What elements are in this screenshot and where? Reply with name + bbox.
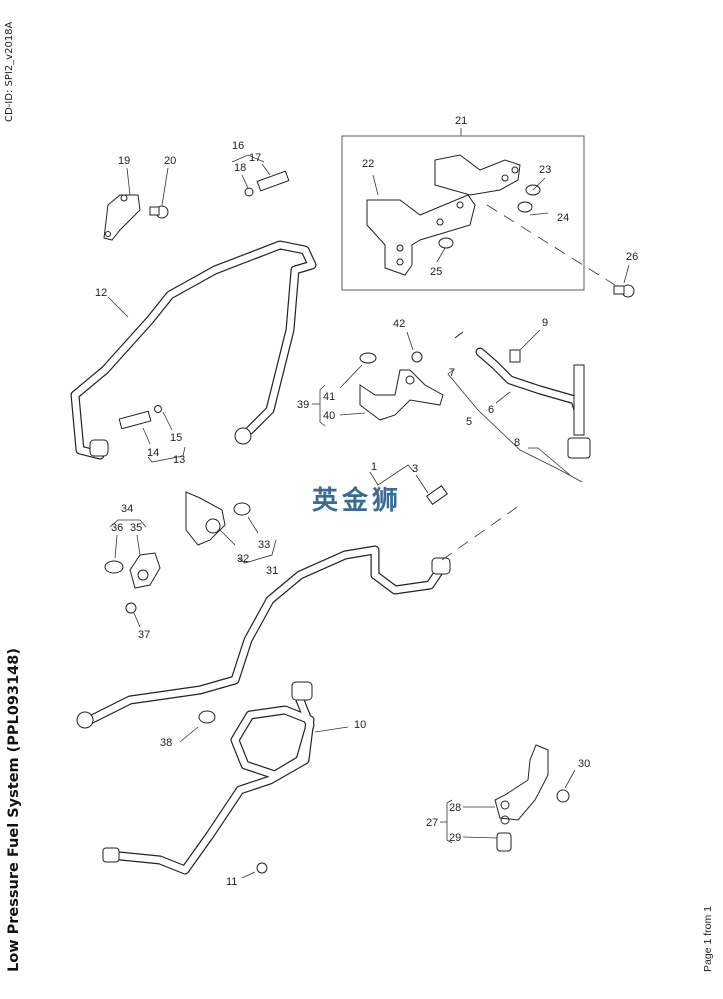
callout-42[interactable]: 42 [393, 318, 405, 330]
callout-27[interactable]: 27 [426, 817, 438, 829]
callout-15[interactable]: 15 [170, 432, 182, 444]
clip-33[interactable] [233, 502, 251, 516]
clip-24[interactable] [517, 201, 533, 213]
callout-39[interactable]: 39 [297, 399, 309, 411]
callout-13[interactable]: 13 [173, 454, 185, 466]
callout-18[interactable]: 18 [234, 162, 246, 174]
bolt-42[interactable] [411, 351, 423, 363]
callout-6[interactable]: 6 [488, 404, 494, 416]
callout-1[interactable]: 1 [371, 461, 377, 473]
bracket-28[interactable] [494, 744, 549, 825]
cap-29[interactable] [496, 832, 512, 852]
callout-25[interactable]: 25 [430, 266, 442, 278]
callout-8[interactable]: 8 [514, 437, 520, 449]
bolt-30[interactable] [556, 789, 570, 803]
callout-40[interactable]: 40 [323, 410, 335, 422]
callout-33[interactable]: 33 [258, 539, 270, 551]
hose-12[interactable] [70, 240, 317, 460]
hose-10[interactable] [102, 681, 315, 875]
callout-29[interactable]: 29 [449, 832, 461, 844]
callout-3[interactable]: 3 [412, 463, 418, 475]
connector-3[interactable] [426, 485, 448, 505]
callout-26[interactable]: 26 [626, 251, 638, 263]
bolt-26[interactable] [613, 284, 635, 298]
connector-17[interactable] [256, 170, 290, 192]
bracket-35[interactable] [129, 552, 161, 589]
connector-14[interactable] [118, 410, 152, 430]
callout-22[interactable]: 22 [362, 158, 374, 170]
callout-11[interactable]: 11 [226, 876, 237, 888]
callout-24[interactable]: 24 [557, 212, 569, 224]
callout-30[interactable]: 30 [578, 758, 590, 770]
clip-41[interactable] [359, 352, 377, 364]
clip-38[interactable] [198, 710, 216, 724]
callout-28[interactable]: 28 [449, 802, 461, 814]
clip-15[interactable] [154, 405, 162, 413]
callout-16[interactable]: 16 [232, 140, 244, 152]
bracket-19[interactable] [103, 194, 141, 241]
fuel-filter[interactable] [567, 364, 591, 459]
bracket-40[interactable] [359, 369, 444, 421]
clip-25[interactable] [438, 237, 454, 249]
callout-19[interactable]: 19 [118, 155, 130, 167]
callout-17[interactable]: 17 [249, 152, 261, 164]
callout-37[interactable]: 37 [138, 629, 150, 641]
callout-36[interactable]: 36 [111, 522, 123, 534]
callout-41[interactable]: 41 [323, 391, 335, 403]
callout-38[interactable]: 38 [160, 737, 172, 749]
hose-1[interactable] [76, 545, 451, 729]
callout-34[interactable]: 34 [121, 503, 133, 515]
callout-9[interactable]: 9 [542, 317, 548, 329]
callout-5[interactable]: 5 [466, 416, 472, 428]
bolt-20[interactable] [149, 205, 169, 219]
clip-36[interactable] [104, 560, 124, 574]
bracket-22[interactable] [366, 154, 521, 276]
callout-31[interactable]: 31 [266, 565, 278, 577]
pipe-6[interactable] [475, 347, 583, 415]
callout-23[interactable]: 23 [539, 164, 551, 176]
bolt-37[interactable] [125, 602, 137, 614]
assembly-21-frame [341, 135, 585, 291]
callout-14[interactable]: 14 [147, 447, 159, 459]
callout-7[interactable]: 7 [449, 367, 455, 379]
callout-21[interactable]: 21 [455, 115, 467, 127]
bracket-32[interactable] [185, 491, 226, 546]
callout-35[interactable]: 35 [130, 522, 142, 534]
callout-10[interactable]: 10 [354, 719, 366, 731]
seal-7[interactable] [454, 331, 464, 339]
callout-32[interactable]: 32 [237, 553, 249, 565]
callout-20[interactable]: 20 [164, 155, 176, 167]
o-ring-18[interactable] [244, 187, 254, 197]
bolt-9[interactable] [509, 349, 521, 363]
bolt-11[interactable] [256, 862, 268, 874]
callout-12[interactable]: 12 [95, 287, 107, 299]
watermark: 英金狮 [312, 486, 403, 516]
